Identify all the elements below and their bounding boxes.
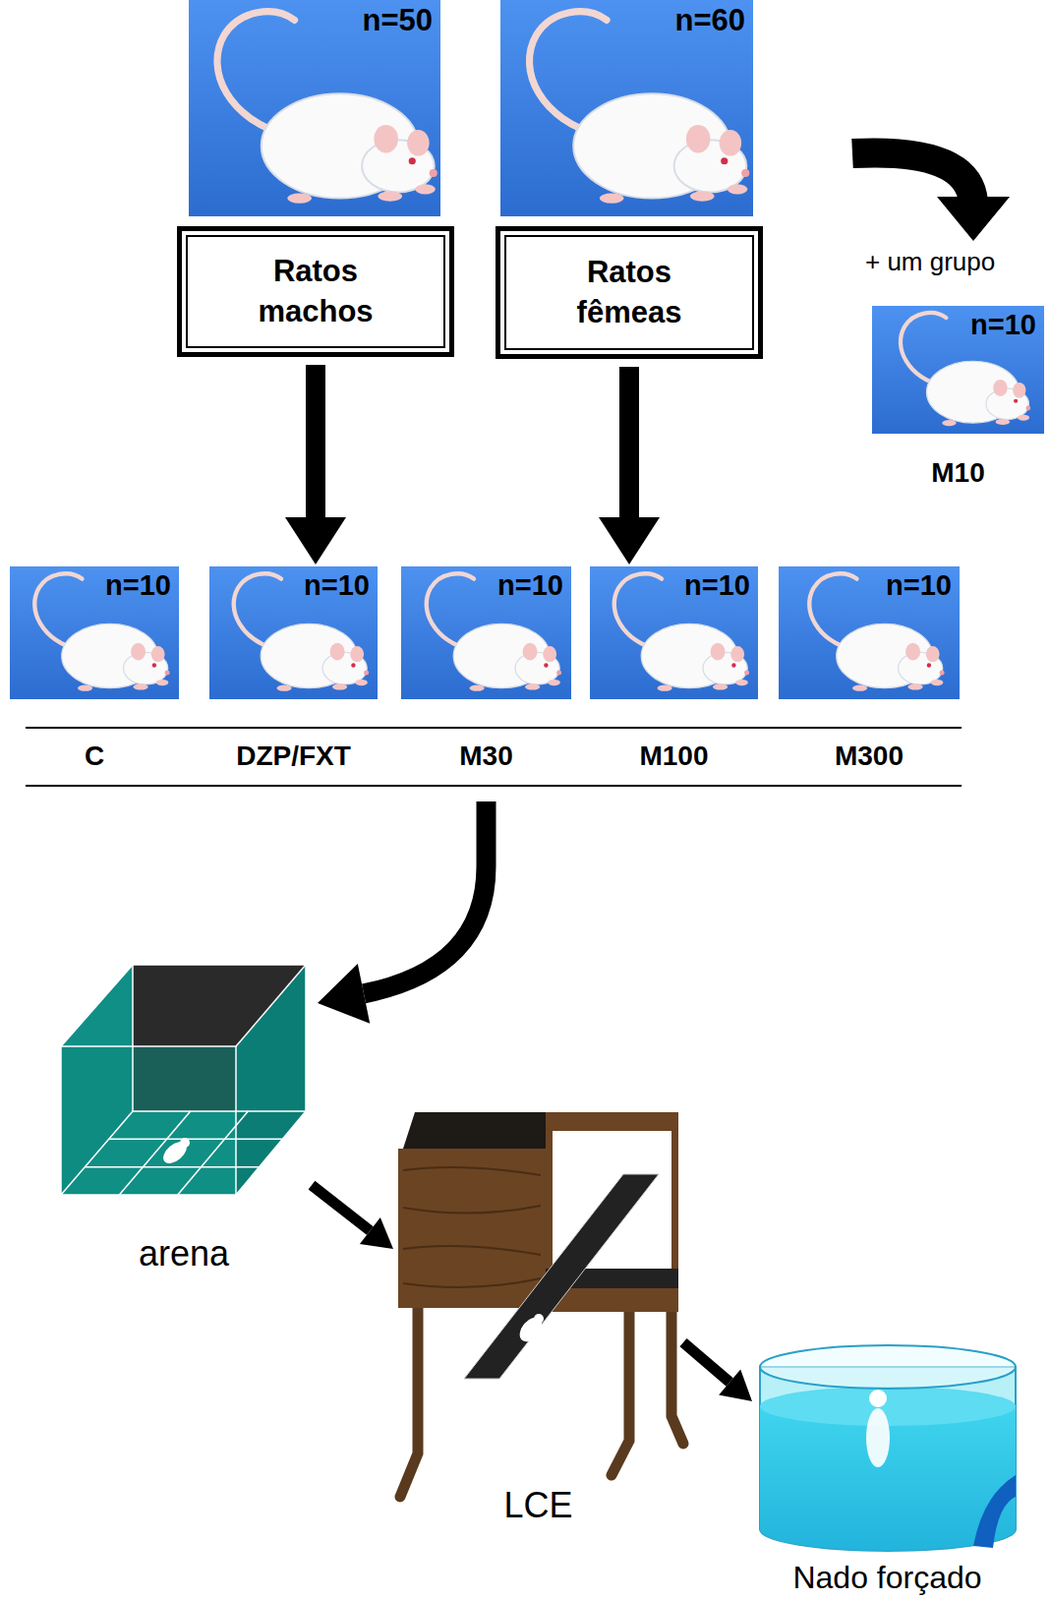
rat-photo: n=60 bbox=[500, 0, 754, 217]
photo-ground bbox=[500, 0, 754, 217]
rat-photos bbox=[9, 0, 1045, 700]
maze-arm-top bbox=[403, 1111, 546, 1149]
apparatus: LCE bbox=[393, 1108, 684, 1527]
arrow-connector bbox=[598, 366, 660, 565]
curved-arrow-shaft bbox=[852, 152, 974, 202]
maze-figure bbox=[398, 1111, 684, 1497]
group-box: Ratos fêmeas bbox=[495, 226, 763, 359]
rat-small bbox=[866, 1407, 890, 1467]
arrow-connector bbox=[311, 1184, 394, 1249]
water bbox=[759, 1405, 1016, 1551]
arena-wall bbox=[60, 1046, 236, 1195]
arrow-connector bbox=[683, 1341, 753, 1401]
apparatus-label: LCE bbox=[503, 1485, 573, 1525]
apparatus-label: Nado forçado bbox=[792, 1560, 982, 1595]
apparatus: arena bbox=[56, 958, 312, 1279]
sample-size: n=10 bbox=[684, 570, 751, 602]
rat-group: n=10M100 bbox=[589, 566, 759, 778]
rat-small bbox=[515, 1312, 547, 1345]
rat-small bbox=[533, 1313, 544, 1324]
arrow-shaft bbox=[311, 1184, 370, 1230]
maze-open-arm bbox=[464, 1173, 659, 1379]
group-label: DZP/FXT bbox=[235, 741, 351, 772]
rat-group: n=10M10 bbox=[872, 305, 1045, 493]
group-label: M100 bbox=[639, 741, 708, 772]
group-title: Ratos machos bbox=[222, 251, 409, 332]
arena-wall bbox=[235, 964, 306, 1195]
sample-size: n=10 bbox=[105, 570, 172, 602]
group-box: Ratos machos bbox=[176, 226, 455, 357]
wood-grain bbox=[403, 1166, 541, 1287]
arrow-connector bbox=[317, 801, 487, 1024]
group-label: M10 bbox=[931, 458, 985, 489]
rat-picture bbox=[217, 11, 438, 204]
photo-ground bbox=[401, 566, 572, 700]
sample-size: n=10 bbox=[970, 309, 1037, 342]
arrow-shaft bbox=[619, 366, 640, 518]
sample-size: n=60 bbox=[674, 3, 746, 38]
swim-figure bbox=[759, 1344, 1016, 1551]
cylinder-body bbox=[759, 1366, 1016, 1551]
arrow-connector bbox=[285, 364, 347, 565]
group-label: M30 bbox=[459, 741, 513, 772]
photo-ground bbox=[872, 305, 1045, 434]
rat-group: n=10M300 bbox=[778, 566, 960, 778]
rule-line bbox=[25, 784, 962, 787]
rat-group: n=10M30 bbox=[401, 566, 572, 778]
arrow-head bbox=[598, 517, 660, 565]
blue-stripe bbox=[973, 1474, 1016, 1548]
arrow-shaft bbox=[305, 364, 326, 518]
rat-group: n=10C bbox=[9, 566, 179, 778]
photo-ground bbox=[589, 566, 759, 700]
arena-figure bbox=[60, 964, 306, 1195]
photo-ground bbox=[209, 566, 378, 700]
arena-grid bbox=[60, 964, 306, 1195]
rat-picture bbox=[528, 11, 750, 204]
rule-line bbox=[25, 726, 962, 729]
group-title: Ratos fêmeas bbox=[535, 252, 723, 333]
water-surface bbox=[759, 1386, 1016, 1426]
apparatus: Nado forçado bbox=[752, 1346, 1023, 1595]
rat-group: n=10DZP/FXT bbox=[209, 566, 378, 778]
photo-ground bbox=[188, 0, 441, 217]
note-label: + um grupo bbox=[865, 247, 995, 277]
sample-size: n=10 bbox=[303, 570, 370, 602]
sample-size: n=10 bbox=[885, 570, 952, 602]
photo-ground bbox=[9, 566, 179, 700]
sample-size: n=10 bbox=[497, 570, 564, 602]
maze-legs bbox=[400, 1307, 684, 1497]
group-label: M300 bbox=[834, 741, 904, 772]
maze-closed-arm bbox=[398, 1148, 546, 1308]
rat-small bbox=[869, 1389, 887, 1407]
arrow-shaft bbox=[683, 1341, 730, 1382]
cylinder-rim bbox=[759, 1344, 1016, 1389]
arrow-head bbox=[317, 963, 370, 1024]
photo-ground bbox=[778, 566, 960, 700]
group-label: C bbox=[84, 741, 105, 772]
arrow-head bbox=[936, 196, 1010, 241]
rat-small bbox=[179, 1137, 190, 1148]
apparatus-label: arena bbox=[138, 1233, 230, 1274]
sample-size: n=50 bbox=[361, 3, 433, 38]
rat-photo: n=50 bbox=[188, 0, 441, 217]
table-rules bbox=[25, 727, 962, 786]
arrow-head bbox=[285, 517, 347, 565]
extra-group-arrow bbox=[852, 152, 1010, 241]
rat-small bbox=[159, 1137, 191, 1167]
arrow-shaft bbox=[363, 801, 486, 993]
